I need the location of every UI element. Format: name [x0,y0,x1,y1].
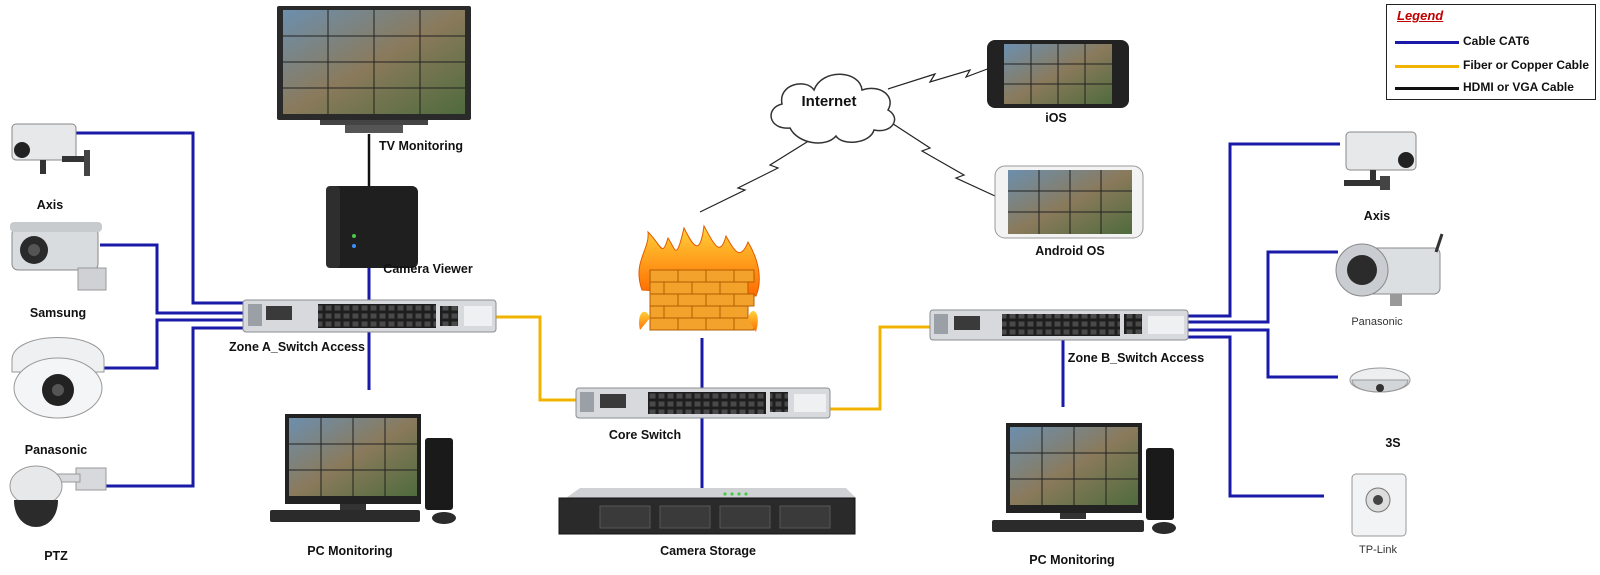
cable-core-zone-b [830,325,930,411]
panasonic-left-dome-icon [11,337,105,419]
zone-b-switch-icon [929,309,1189,341]
legend-item-cat6: Cable CAT6 [1395,33,1595,49]
wireless-internet-android [883,117,996,197]
label-ptz: PTZ [44,549,68,563]
label-zone-b-switch: Zone B_Switch Access [1067,351,1205,365]
label-panasonic-right: Panasonic [1351,316,1403,328]
label-tp-link: TP-Link [1359,544,1397,556]
legend: Legend Cable CAT6 Fiber or Copper Cable … [1386,4,1596,100]
cat6-cables [75,131,1340,498]
label-internet: Internet [801,93,857,110]
label-camera-storage: Camera Storage [660,544,756,558]
legend-label-cat6: Cable CAT6 [1463,34,1530,48]
axis-right-camera-icon [1344,131,1417,190]
axis-left-camera-icon [11,123,90,176]
three-s-camera-icon [1349,367,1411,393]
label-ios: iOS [1045,111,1067,125]
android-phone-icon [994,165,1144,239]
legend-label-fiber: Fiber or Copper Cable [1463,58,1590,72]
label-axis-right: Axis [1363,209,1391,223]
cable-zone-a-core [496,315,576,402]
label-panasonic-left: Panasonic [24,443,88,457]
wireless-internet-firewall [699,136,816,213]
label-axis-left: Axis [36,198,64,212]
label-pc-monitoring-right: PC Monitoring [1029,553,1115,567]
camera-viewer-nas-icon [326,186,418,268]
tv-monitor-icon [277,6,471,133]
legend-title: Legend [1397,8,1444,23]
wireless-internet-ios [887,67,991,90]
ios-phone-icon [987,40,1129,108]
zone-a-switch-icon [242,299,497,333]
label-pc-monitoring-left: PC Monitoring [307,544,393,558]
pc-monitoring-left-icon [270,414,456,524]
label-camera-viewer: Camera Viewer [383,262,473,276]
label-tv-monitoring: TV Monitoring [378,139,464,153]
legend-label-hdmi: HDMI or VGA Cable [1463,80,1574,94]
camera-storage-rack-icon [558,488,856,535]
cable-axis-right [1188,142,1340,318]
cable-tplink [1188,335,1324,498]
legend-swatch-fiber [1395,65,1459,68]
panasonic-right-camera-icon [1335,233,1444,306]
cable-ptz [100,326,243,488]
label-android: Android OS [1035,244,1105,258]
cable-3s [1188,328,1338,379]
wireless-links [699,67,996,213]
internet-cloud [770,73,896,144]
cable-panasonic-left [92,318,243,370]
pc-monitoring-right-icon [992,423,1176,534]
label-core-switch: Core Switch [608,428,682,442]
cable-axis-left [75,131,243,305]
label-3s: 3S [1385,436,1401,450]
label-zone-a-switch: Zone A_Switch Access [229,340,365,354]
legend-swatch-cat6 [1395,41,1459,44]
cable-panasonic-right [1188,250,1338,324]
label-samsung: Samsung [29,306,87,320]
core-switch-icon [575,387,831,419]
cable-samsung [100,243,243,315]
fiber-cables [496,315,930,411]
firewall-icon [638,224,760,332]
tplink-camera-icon [1351,473,1407,537]
samsung-camera-icon [10,222,107,291]
legend-item-fiber: Fiber or Copper Cable [1395,57,1595,73]
legend-swatch-hdmi [1395,87,1459,90]
ptz-camera-icon [9,465,107,527]
legend-item-hdmi: HDMI or VGA Cable [1395,79,1595,95]
